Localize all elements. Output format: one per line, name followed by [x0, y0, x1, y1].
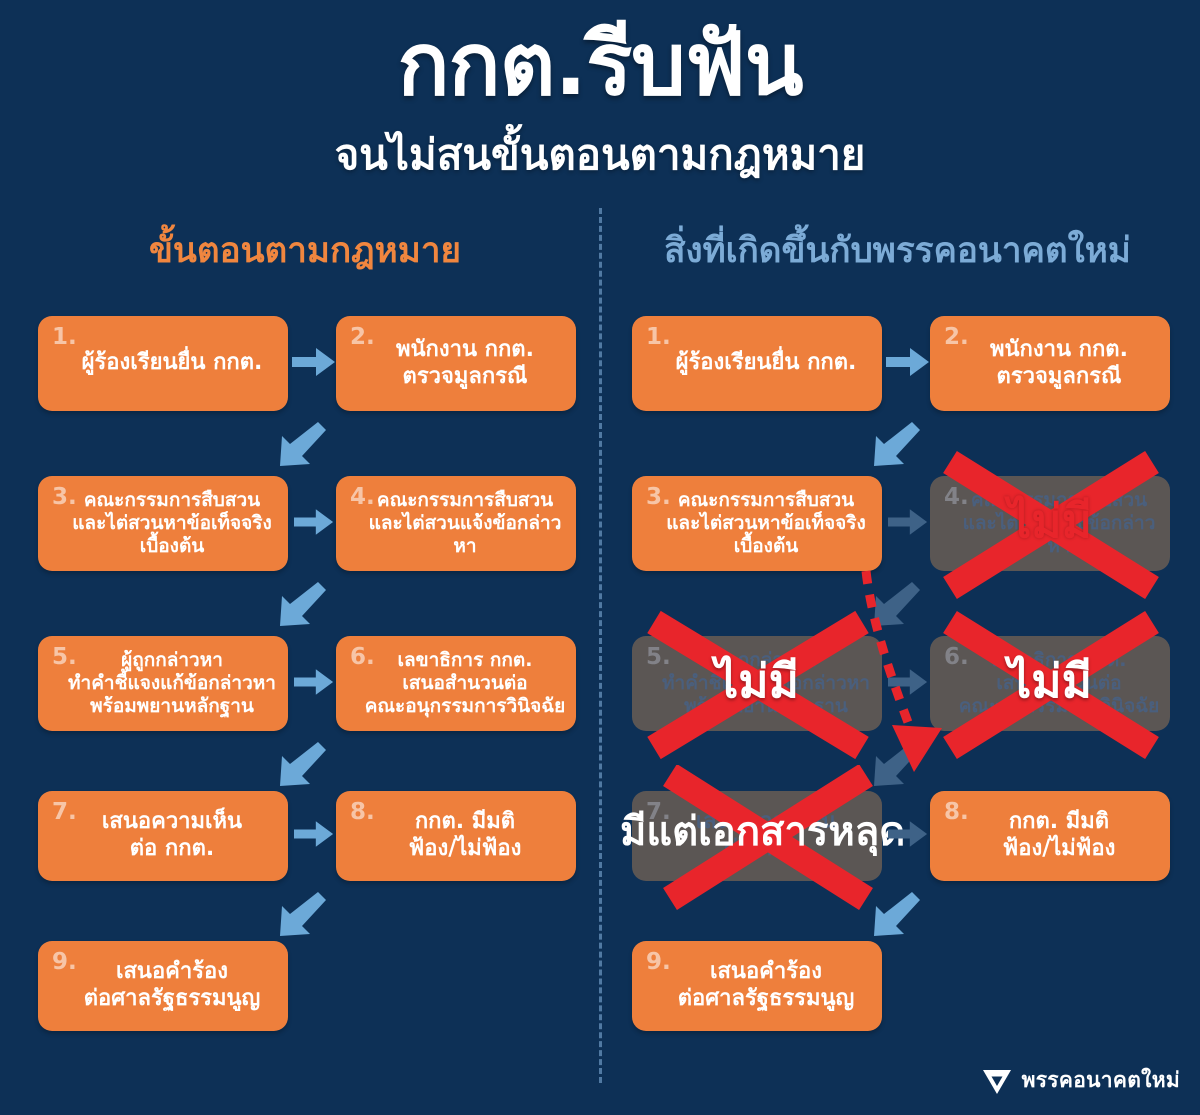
arrow-left-1-to-2: [292, 345, 336, 379]
left-step-2-label: พนักงาน กกต. ตรวจมูลกรณี: [396, 336, 534, 389]
right-step-8: 8. กกต. มีมติ ฟ้อง/ไม่ฟ้อง: [930, 791, 1170, 881]
left-step-6-number: 6.: [350, 644, 375, 670]
arrow-left-6-to-7: [270, 740, 330, 796]
triangle-chevron-logo-icon: [981, 1065, 1013, 1097]
left-step-2-number: 2.: [350, 324, 375, 350]
left-step-3-label: คณะกรรมการสืบสวน และไต่สวนหาข้อเท็จจริง …: [72, 488, 272, 558]
left-step-1-label: ผู้ร้องเรียนยื่น กกต.: [81, 350, 263, 376]
arrow-right-3-to-4: [888, 505, 928, 539]
left-step-5: 5. ผู้ถูกกล่าวหา ทำคำชี้แจงแก้ข้อกล่าวหา…: [38, 636, 288, 731]
arrow-right-5-to-6: [888, 665, 928, 699]
left-step-2: 2. พนักงาน กกต. ตรวจมูลกรณี: [336, 316, 576, 411]
column-header-what-happened: สิ่งที่เกิดขึ้นกับพรรคอนาคตใหม่: [664, 231, 1131, 271]
arrow-left-5-to-6: [294, 665, 334, 699]
left-step-5-label: ผู้ถูกกล่าวหา ทำคำชี้แจงแก้ข้อกล่าวหา พร…: [68, 648, 276, 718]
right-step-3-label: คณะกรรมการสืบสวน และไต่สวนหาข้อเท็จจริง …: [666, 488, 866, 558]
right-step-1: 1. ผู้ร้องเรียนยื่น กกต.: [632, 316, 882, 411]
arrow-right-4-to-5: [864, 580, 924, 636]
overlay-none-step-4: ไม่มี: [1008, 494, 1092, 548]
arrow-left-3-to-4: [294, 505, 334, 539]
arrow-left-2-to-3: [270, 420, 330, 476]
arrow-left-7-to-8: [294, 817, 334, 851]
right-step-9-number: 9.: [646, 949, 671, 975]
right-step-2-label: พนักงาน กกต. ตรวจมูลกรณี: [990, 336, 1128, 389]
arrow-left-8-to-9: [270, 890, 330, 946]
right-step-8-number: 8.: [944, 799, 969, 825]
left-step-5-number: 5.: [52, 644, 77, 670]
arrow-right-1-to-2: [886, 345, 930, 379]
right-step-2-number: 2.: [944, 324, 969, 350]
left-step-3: 3. คณะกรรมการสืบสวน และไต่สวนหาข้อเท็จจร…: [38, 476, 288, 571]
right-step-9: 9. เสนอคำร้อง ต่อศาลรัฐธรรมนูญ: [632, 941, 882, 1031]
page-title: กกต.รีบฟัน: [397, 15, 803, 115]
overlay-leaked-documents-step-7: มีแต่เอกสารหลุด: [620, 809, 906, 855]
right-step-9-label: เสนอคำร้อง ต่อศาลรัฐธรรมนูญ: [677, 959, 855, 1011]
right-step-8-label: กกต. มีมติ ฟ้อง/ไม่ฟ้อง: [1002, 809, 1116, 861]
right-step-2: 2. พนักงาน กกต. ตรวจมูลกรณี: [930, 316, 1170, 411]
left-step-4-number: 4.: [350, 484, 375, 510]
left-step-3-number: 3.: [52, 484, 77, 510]
left-step-9: 9. เสนอคำร้อง ต่อศาลรัฐธรรมนูญ: [38, 941, 288, 1031]
left-step-4: 4. คณะกรรมการสืบสวน และไต่สวนแจ้งข้อกล่า…: [336, 476, 576, 571]
left-step-9-label: เสนอคำร้อง ต่อศาลรัฐธรรมนูญ: [83, 959, 261, 1011]
right-step-1-label: ผู้ร้องเรียนยื่น กกต.: [675, 350, 857, 376]
left-step-6: 6. เลขาธิการ กกต. เสนอสำนวนต่อ คณะอนุกรร…: [336, 636, 576, 731]
left-step-7: 7. เสนอความเห็น ต่อ กกต.: [38, 791, 288, 881]
left-step-4-label: คณะกรรมการสืบสวน และไต่สวนแจ้งข้อกล่าวหา: [368, 488, 562, 558]
left-step-7-label: เสนอความเห็น ต่อ กกต.: [101, 809, 243, 861]
column-header-legal-process: ขั้นตอนตามกฎหมาย: [149, 231, 461, 271]
right-step-3-number: 3.: [646, 484, 671, 510]
overlay-none-step-6: ไม่มี: [1008, 654, 1092, 708]
left-step-6-label: เลขาธิการ กกต. เสนอสำนวนต่อ คณะอนุกรรมกา…: [364, 648, 566, 718]
arrow-left-4-to-5: [270, 580, 330, 636]
arrow-right-7-to-8: [888, 817, 928, 851]
left-step-8-label: กกต. มีมติ ฟ้อง/ไม่ฟ้อง: [408, 809, 522, 861]
page-subtitle: จนไม่สนขั้นตอนตามกฎหมาย: [334, 130, 866, 179]
party-logo: พรรคอนาคตใหม่: [981, 1064, 1180, 1097]
left-step-1: 1. ผู้ร้องเรียนยื่น กกต.: [38, 316, 288, 411]
overlay-none-step-5: ไม่มี: [715, 654, 799, 708]
left-step-1-number: 1.: [52, 324, 77, 350]
right-step-1-number: 1.: [646, 324, 671, 350]
left-step-8-number: 8.: [350, 799, 375, 825]
left-step-7-number: 7.: [52, 799, 77, 825]
column-divider: [599, 208, 602, 1083]
right-step-3: 3. คณะกรรมการสืบสวน และไต่สวนหาข้อเท็จจร…: [632, 476, 882, 571]
party-name: พรรคอนาคตใหม่: [1021, 1068, 1180, 1092]
arrow-right-8-to-9: [864, 890, 924, 946]
left-step-8: 8. กกต. มีมติ ฟ้อง/ไม่ฟ้อง: [336, 791, 576, 881]
arrow-red-dashed-shortcut: [850, 565, 980, 795]
left-step-9-number: 9.: [52, 949, 77, 975]
arrow-right-2-to-3: [864, 420, 924, 476]
